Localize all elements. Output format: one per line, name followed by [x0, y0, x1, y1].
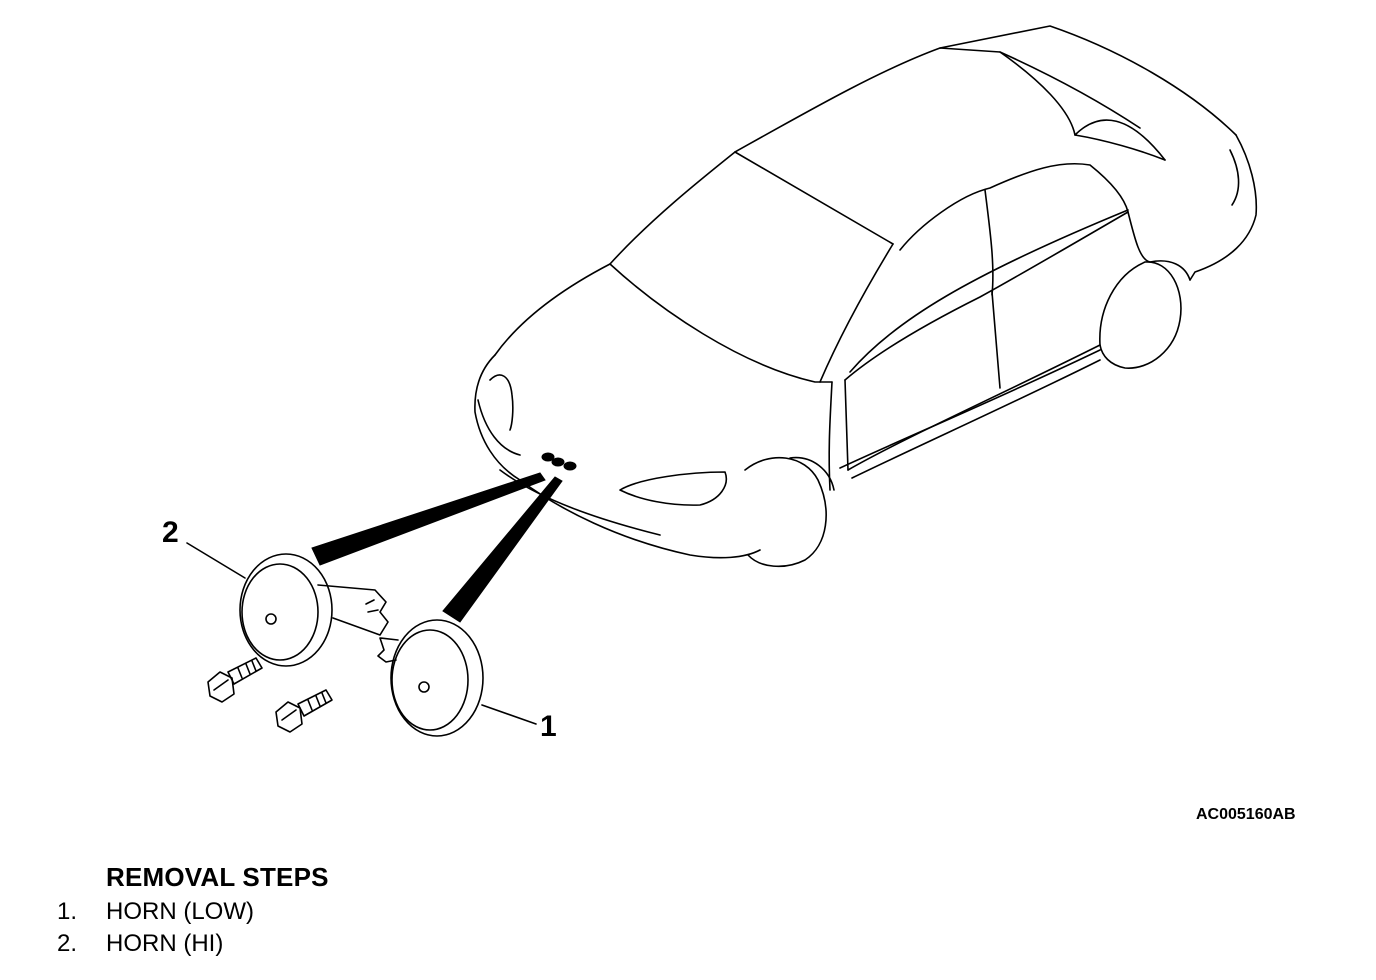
bolt-icon [207, 657, 263, 703]
step-label: HORN (LOW) [106, 898, 254, 925]
step-number: 1. [57, 898, 78, 925]
pointer-wedge-horn-low [442, 476, 563, 623]
horn-hi-drawing [239, 553, 389, 667]
removal-step: 1. HORN (LOW) [57, 898, 254, 926]
figure-code: AC005160AB [1196, 806, 1296, 823]
leader-line-2 [186, 542, 246, 579]
horn-low-drawing [377, 619, 484, 737]
callout-number-1: 1 [540, 710, 557, 743]
callout-number-2: 2 [162, 516, 179, 549]
step-number: 2. [57, 930, 78, 957]
bolt-icon [275, 689, 333, 733]
vehicle-drawing [474, 25, 1258, 568]
step-label: HORN (HI) [106, 930, 224, 957]
removal-steps-heading: REMOVAL STEPS [106, 862, 329, 892]
pointer-wedge-horn-hi [311, 472, 546, 566]
leader-line-1 [481, 704, 537, 725]
removal-step: 2. HORN (HI) [57, 930, 223, 958]
